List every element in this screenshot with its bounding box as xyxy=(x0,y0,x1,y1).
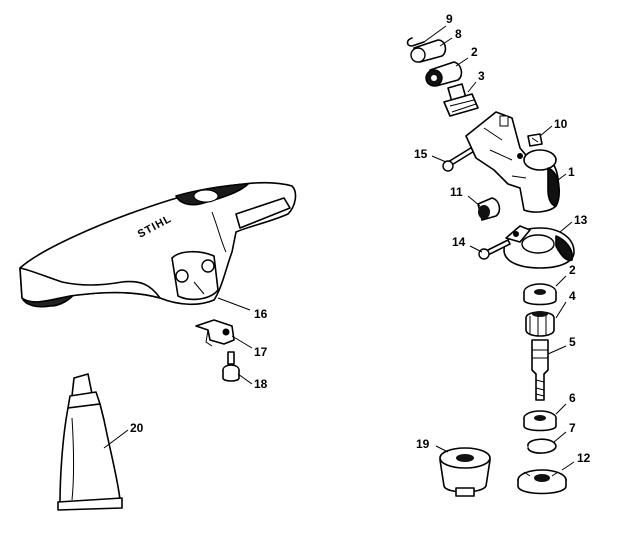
grease-tube xyxy=(57,373,123,511)
bearing-2-lower xyxy=(523,283,557,306)
callout-5: 5 xyxy=(569,335,576,349)
callout-20: 20 xyxy=(130,421,144,435)
bevel-gear-3 xyxy=(443,83,479,117)
callout-12: 12 xyxy=(577,451,591,465)
leader-lines xyxy=(103,25,575,471)
retaining-ring-9 xyxy=(406,37,425,47)
thrust-sleeve-19 xyxy=(439,447,491,497)
clamp xyxy=(195,319,235,347)
callout-10: 10 xyxy=(554,117,568,131)
callout-19: 19 xyxy=(416,437,430,451)
callout-7: 7 xyxy=(569,421,576,435)
hex-nut-10 xyxy=(527,133,543,147)
callout-3: 3 xyxy=(478,69,485,83)
spindle-5 xyxy=(531,339,549,401)
deflector-guard: STIHL xyxy=(19,181,297,308)
circlip-7 xyxy=(527,438,557,454)
bevel-gear-4 xyxy=(525,311,555,337)
callout-9: 9 xyxy=(446,12,453,26)
callout-labels: 9 8 2 3 10 15 1 11 13 14 16 4 5 17 18 20… xyxy=(130,12,591,465)
gear-housing xyxy=(465,111,561,213)
callout-17: 17 xyxy=(254,345,268,359)
callout-15: 15 xyxy=(414,147,428,161)
callout-14: 14 xyxy=(452,235,466,249)
screw-18 xyxy=(222,351,240,382)
callout-2: 2 xyxy=(471,45,478,59)
callout-11: 11 xyxy=(450,185,463,199)
bearing-6 xyxy=(523,410,557,432)
callout-4: 4 xyxy=(569,289,576,303)
thrust-washer-12 xyxy=(517,469,567,495)
bearing-2-top xyxy=(425,61,463,87)
callout-13: 13 xyxy=(574,213,588,227)
callout-8: 8 xyxy=(455,27,462,41)
callout-18: 18 xyxy=(254,377,268,391)
plug-11 xyxy=(477,197,501,221)
callout-6: 6 xyxy=(569,391,576,405)
sleeve-8 xyxy=(410,39,447,63)
callout-1: 1 xyxy=(568,165,575,179)
cover-plate-13 xyxy=(503,225,575,269)
callout-16: 16 xyxy=(254,307,268,321)
screw-15 xyxy=(442,145,477,172)
callout-2-lower: 2 xyxy=(569,263,576,277)
